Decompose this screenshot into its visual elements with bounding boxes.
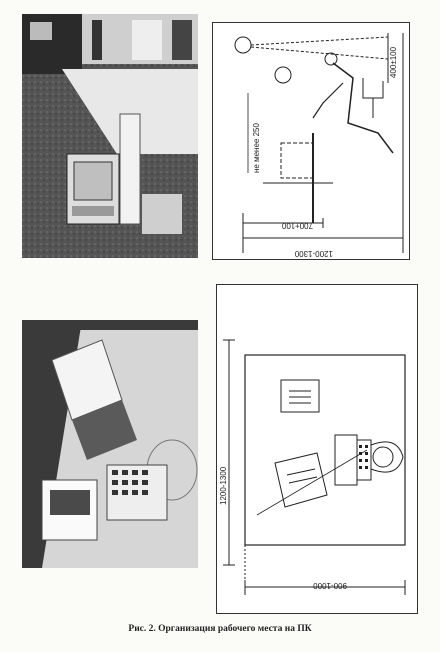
photo-workstation-side (22, 14, 198, 258)
dim-total: 1200-1300 (294, 249, 333, 258)
drawing-top-view-svg: 1200-1300 900-1000 (219, 339, 406, 595)
photo-workstation-top-illustration (22, 320, 198, 568)
drawing-top-view: 1200-1300 900-1000 (216, 284, 418, 614)
figure-caption: Рис. 2. Организация рабочего места на ПК (128, 624, 312, 634)
drawing-side-view-svg: 400±100 не менее 250 700±100 1200-1300 (234, 33, 404, 258)
dim-side: 1200-1300 (219, 466, 228, 505)
dim-not-less: не менее 250 (252, 123, 261, 173)
dim-bottom: 900-1000 (313, 581, 347, 590)
dim-distance: 700±100 (281, 221, 313, 230)
drawing-side-view: 400±100 не менее 250 700±100 1200-1300 (212, 22, 410, 260)
photo-workstation-side-illustration (22, 14, 198, 258)
photo-workstation-top (22, 320, 198, 568)
dim-height-range: 400±100 (389, 46, 398, 78)
